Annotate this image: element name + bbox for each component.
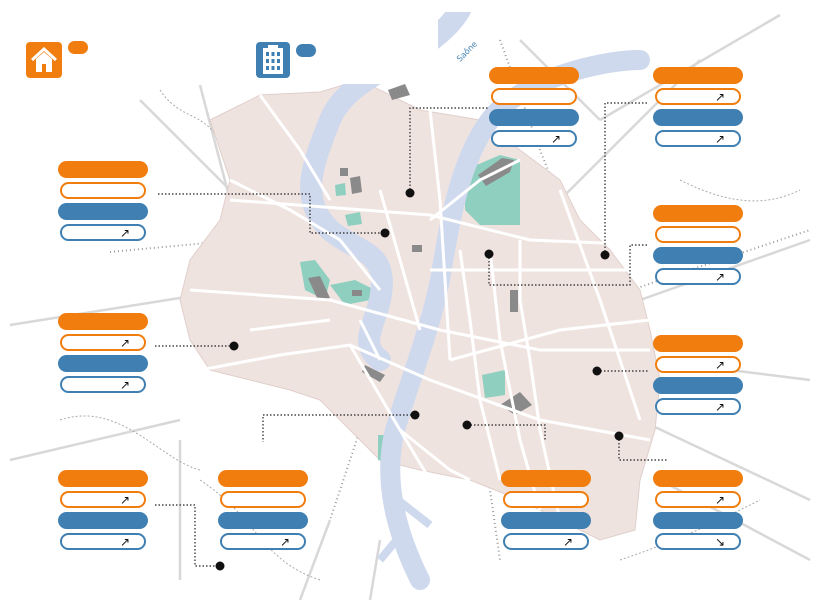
label-group-g8[interactable]: ↗ — [653, 205, 745, 289]
marker-dot — [614, 431, 624, 441]
arrow-icon: ↗ — [119, 225, 130, 240]
arrow-icon: ↗ — [119, 377, 130, 392]
label-group-g7[interactable]: ↗ ↗ — [653, 335, 745, 419]
home-filled-pill[interactable] — [653, 67, 743, 84]
leader-lines — [155, 102, 668, 567]
marker-dot — [215, 561, 225, 571]
top-margin — [0, 0, 833, 12]
location-markers — [215, 188, 624, 571]
marker-dot — [229, 341, 239, 351]
building-outline-pill[interactable]: ↗ — [60, 376, 146, 393]
marker-dot — [410, 410, 420, 420]
home-outline-pill[interactable]: ↗ — [655, 491, 741, 508]
arrow-icon: ↗ — [714, 357, 725, 372]
arrow-icon: ↗ — [714, 399, 725, 414]
home-outline-pill[interactable] — [60, 182, 146, 199]
label-group-g1[interactable]: ↗ — [58, 161, 150, 245]
home-filled-pill[interactable] — [489, 67, 579, 84]
arrow-icon: ↗ — [119, 335, 130, 350]
building-filled-pill[interactable] — [58, 355, 148, 372]
home-outline-pill[interactable]: ↗ — [60, 491, 146, 508]
marker-dot — [462, 420, 472, 430]
rhone-river — [380, 50, 650, 590]
building-outline-pill[interactable]: ↗ — [655, 268, 741, 285]
building-filled-pill[interactable] — [653, 109, 743, 126]
arrow-icon: ↘ — [714, 534, 725, 549]
home-filled-pill[interactable] — [653, 470, 743, 487]
label-group-g10[interactable]: ↗ ↘ — [653, 470, 745, 554]
home-filled-pill[interactable] — [501, 470, 591, 487]
building-filled-pill[interactable] — [218, 512, 308, 529]
home-outline-pill[interactable] — [503, 491, 589, 508]
river-branch — [376, 496, 433, 563]
building-filled-pill[interactable] — [653, 512, 743, 529]
arrow-icon: ↗ — [119, 534, 130, 549]
office-building-icon — [256, 42, 290, 78]
marker-dot — [592, 366, 602, 376]
arrow-icon: ↗ — [550, 131, 561, 146]
building-outline-pill[interactable]: ↗ — [60, 224, 146, 241]
arrow-icon: ↗ — [714, 492, 725, 507]
marker-dot — [380, 228, 390, 238]
arrow-icon: ↗ — [562, 534, 573, 549]
label-group-g9[interactable]: ↗ — [501, 470, 593, 554]
arrow-icon: ↗ — [119, 492, 130, 507]
home-filled-pill[interactable] — [58, 161, 148, 178]
home-outline-pill[interactable] — [491, 88, 577, 105]
legend-panel — [0, 0, 438, 84]
marker-dot — [484, 249, 494, 259]
building-outline-pill[interactable]: ↗ — [60, 533, 146, 550]
building-filled-pill[interactable] — [489, 109, 579, 126]
marker-dot — [405, 188, 415, 198]
home-filled-pill[interactable] — [58, 313, 148, 330]
home-filled-pill[interactable] — [653, 335, 743, 352]
label-group-g6[interactable]: ↗ ↗ — [653, 67, 745, 151]
arrow-icon: ↗ — [714, 131, 725, 146]
arrow-icon: ↗ — [714, 89, 725, 104]
home-outline-pill[interactable]: ↗ — [60, 334, 146, 351]
home-outline-pill[interactable]: ↗ — [655, 356, 741, 373]
legend-home-pill — [68, 41, 88, 54]
label-group-g2[interactable]: ↗ ↗ — [58, 313, 150, 397]
building-outline-pill[interactable]: ↗ — [655, 398, 741, 415]
building-filled-pill[interactable] — [58, 512, 148, 529]
home-filled-pill[interactable] — [58, 470, 148, 487]
building-outline-pill[interactable]: ↗ — [655, 130, 741, 147]
home-filled-pill[interactable] — [218, 470, 308, 487]
home-outline-pill[interactable] — [220, 491, 306, 508]
home-outline-pill[interactable] — [655, 226, 741, 243]
home-filled-pill[interactable] — [653, 205, 743, 222]
building-outline-pill[interactable]: ↘ — [655, 533, 741, 550]
house-icon — [26, 42, 62, 78]
river-label: Saône — [454, 39, 479, 64]
building-filled-pill[interactable] — [653, 247, 743, 264]
building-outline-pill[interactable]: ↗ — [503, 533, 589, 550]
building-outline-pill[interactable]: ↗ — [491, 130, 577, 147]
marker-dot — [600, 250, 610, 260]
building-filled-pill[interactable] — [653, 377, 743, 394]
arrow-icon: ↗ — [279, 534, 290, 549]
home-outline-pill[interactable]: ↗ — [655, 88, 741, 105]
building-filled-pill[interactable] — [58, 203, 148, 220]
legend-building-pill — [296, 44, 316, 57]
label-group-g5[interactable]: ↗ — [489, 67, 581, 151]
building-filled-pill[interactable] — [501, 512, 591, 529]
label-group-g3[interactable]: ↗ ↗ — [58, 470, 150, 554]
building-outline-pill[interactable]: ↗ — [220, 533, 306, 550]
label-group-g4[interactable]: ↗ — [218, 470, 310, 554]
arrow-icon: ↗ — [714, 269, 725, 284]
